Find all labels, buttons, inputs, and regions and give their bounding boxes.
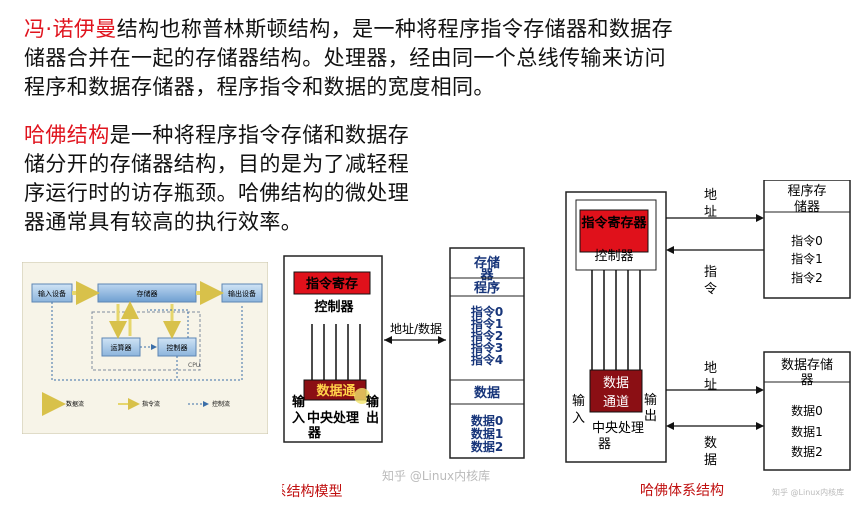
hv-data-memory-title: 数据存储 <box>781 358 833 373</box>
hv-addr-label-2: 址 <box>704 205 717 220</box>
hv-data-memory <box>763 351 851 471</box>
hv-data-1: 数据1 <box>791 424 823 439</box>
hv-instruction-0: 指令0 <box>791 233 823 248</box>
hv-data-memory-title-2: 器 <box>800 373 813 388</box>
hv-instruction-register-label: 指令寄存器 <box>581 215 647 231</box>
vn-instruction-register <box>293 271 371 295</box>
vn-data-1: 数据1 <box>471 426 503 441</box>
vn-instruction-0: 指令0 <box>471 304 503 319</box>
hv-text-4: 器通常具有较高的执行效率。 <box>24 210 303 234</box>
controller-label: 控制器 <box>167 343 188 352</box>
hv-output-label-2: 出 <box>644 409 657 424</box>
hv-addr-b-label: 地 <box>704 361 717 376</box>
hv-instr-bus-label-2: 令 <box>704 282 717 297</box>
hv-watermark: 知乎 @Linux内核库 <box>772 487 844 497</box>
vn-instruction-3: 指令3 <box>471 340 503 355</box>
vn-term: 冯·诺伊曼 <box>24 17 117 41</box>
vn-input-label-2: 入 <box>292 411 305 426</box>
hv-instruction-1: 指令1 <box>791 251 823 266</box>
vn-cpu-label: 中央处理 <box>307 410 359 426</box>
hv-program-memory-title-2: 储器 <box>794 200 820 215</box>
hv-cpu-frame <box>565 191 667 463</box>
vn-memory-title: 存储 <box>474 255 500 271</box>
hv-data-bus-label: 数 <box>704 436 717 451</box>
hv-input-label: 输 <box>572 393 585 409</box>
hv-addr-b-label-2: 址 <box>704 378 717 393</box>
hv-cpu-label-2: 理 <box>631 421 644 436</box>
vn-data-2: 数据2 <box>471 439 503 454</box>
vn-text-3: 程序和数据存储器，程序指令和数据的宽度相同。 <box>24 75 495 99</box>
hv-text-2: 储分开的存储器结构，目的是为了减轻程 <box>24 152 410 176</box>
vn-program-label: 程序 <box>474 280 500 296</box>
legend-data-flow: 数据流 <box>66 400 84 408</box>
cpu-label: CPU <box>188 362 200 369</box>
vn-watermark: 知乎 @Linux内核库 <box>382 468 490 483</box>
von-neumann-paragraph: 冯·诺伊曼结构也称普林斯顿结构，是一种将程序指令存储器和数据存 储器合并在一起的… <box>24 15 854 102</box>
vn-text-1: 结构也称普林斯顿结构，是一种将程序指令存储器和数据存 <box>116 17 674 41</box>
hv-addr-label: 地 <box>704 188 717 203</box>
legend-control-flow: 控制流 <box>212 400 230 408</box>
hv-term: 哈佛结构 <box>24 123 110 147</box>
vn-cpu-frame <box>283 255 383 443</box>
vn-data-0: 数据0 <box>471 413 503 428</box>
hv-line-1: 哈佛结构是一种将程序指令存储和数据存 <box>24 121 494 150</box>
hv-data-0: 数据0 <box>791 403 823 418</box>
hv-program-memory <box>763 180 851 299</box>
hv-text-3: 序运行时的访存瓶颈。哈佛结构的微处理 <box>24 181 410 205</box>
computer-block-diagram: CPU 输入设备 存储器 输出设备 运算器 控制器 数据流 指令流 控制流 <box>22 262 268 434</box>
vn-data-path-label: 数据通 <box>316 383 355 399</box>
memory-label: 存储器 <box>137 289 158 298</box>
hv-data-path-label: 数据 <box>603 376 629 391</box>
hv-text-1: 是一种将程序指令存储和数据存 <box>109 123 410 147</box>
vn-instruction-4: 指令4 <box>471 352 503 367</box>
von-neumann-diagram: 指令寄存 控制器 数据通 输 入 输 出 中央处理 器 地址/数据 存储 器 程… <box>282 247 525 500</box>
hv-data-2: 数据2 <box>791 444 823 459</box>
hv-instruction-2: 指令2 <box>791 270 823 285</box>
vn-bus-label: 地址/数据 <box>390 321 442 336</box>
harvard-paragraph: 哈佛结构是一种将程序指令存储和数据存 储分开的存储器结构，目的是为了减轻程 序运… <box>24 121 494 237</box>
vn-data-label: 数据 <box>474 385 500 401</box>
hv-instr-bus-label: 指 <box>704 265 717 280</box>
hv-output-label: 输 <box>644 392 657 408</box>
hv-caption: 哈佛体系结构 <box>640 483 724 499</box>
vn-cpu-label-2: 器 <box>307 426 322 441</box>
hv-controller-label: 控制器 <box>594 249 633 264</box>
vn-input-label: 输 <box>292 394 306 410</box>
vn-line-1: 冯·诺伊曼结构也称普林斯顿结构，是一种将程序指令存储器和数据存 <box>24 15 854 44</box>
vn-instruction-1: 指令1 <box>471 316 503 331</box>
hv-cpu-label-3: 器 <box>598 437 611 452</box>
alu-label: 运算器 <box>111 343 132 352</box>
hv-data-bus-label-2: 据 <box>704 453 717 468</box>
hv-instruction-register <box>579 209 649 253</box>
hv-data-path-box <box>589 369 643 413</box>
vn-output-label-2: 出 <box>366 410 379 426</box>
vn-output-label: 输 <box>366 394 380 410</box>
vn-instruction-register-label: 指令寄存 <box>306 276 358 292</box>
vn-text-2: 储器合并在一起的存储器结构。处理器，经由同一个总线传输来访问 <box>24 46 666 70</box>
legend-instruction-flow: 指令流 <box>142 400 160 408</box>
output-device-label: 输出设备 <box>228 289 256 298</box>
hv-program-memory-title: 程序存 <box>787 184 826 199</box>
input-device-label: 输入设备 <box>38 289 66 298</box>
vn-caption: 冯·诺依曼体系结构模型 <box>282 484 342 500</box>
vn-memory-title-2: 器 <box>479 268 494 283</box>
hv-input-label-2: 入 <box>572 411 585 426</box>
vn-instruction-2: 指令2 <box>471 328 503 343</box>
hv-data-path-label-2: 通道 <box>603 395 629 410</box>
hv-cpu-label: 中央处 <box>592 421 631 436</box>
harvard-diagram: 指令寄存器 控制器 数据 通道 输 入 输 出 中央处 理 器 地 址 指 令 … <box>565 180 851 499</box>
vn-controller-label: 控制器 <box>314 299 354 315</box>
vn-memory-frame <box>449 247 525 459</box>
